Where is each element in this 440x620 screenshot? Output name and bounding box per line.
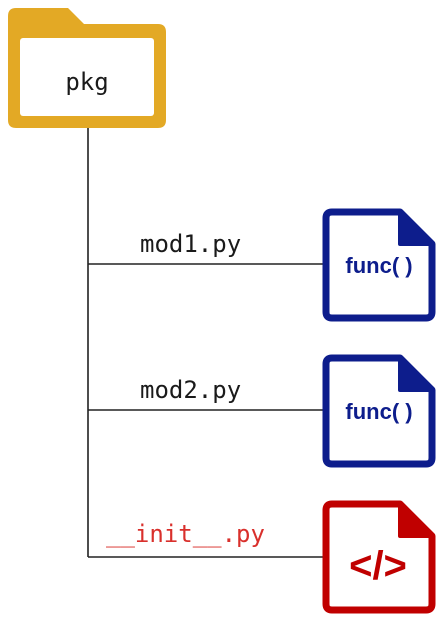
file-label-mod1: mod1.py [140,230,241,258]
folder-icon [8,8,166,128]
icon-text-mod1: func( ) [345,253,412,278]
function-file-icon [322,354,436,468]
icon-text-mod2: func( ) [345,399,412,424]
tree-lines [87,128,326,558]
function-file-icon [322,208,436,322]
code-file-icon [322,500,436,614]
file-label-mod2: mod2.py [140,376,241,404]
file-label-init: __init__.py [106,520,265,548]
icon-text-init: </> [349,544,407,588]
folder-label: pkg [65,68,108,96]
